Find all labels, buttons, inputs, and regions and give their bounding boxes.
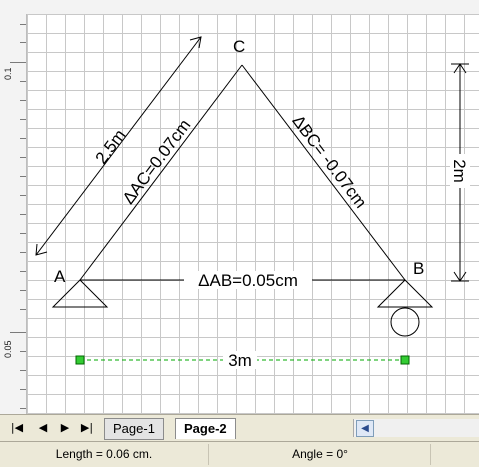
status-bar: Length = 0.06 cm. Angle = 0°	[0, 441, 479, 467]
status-empty	[430, 444, 479, 465]
horizontal-ruler	[0, 0, 479, 15]
label-delta-ab: ΔAB=0.05cm	[198, 271, 298, 290]
label-delta-ac: ΔAC=0.07cm	[119, 116, 195, 208]
arrowhead-ac-bottom	[35, 243, 48, 256]
arrowhead-ac-top	[189, 36, 202, 49]
point-label-b: B	[413, 259, 424, 278]
ruler-label-0-1: 0.1	[3, 67, 13, 80]
member-cb[interactable]	[241, 64, 406, 281]
label-height-dimension: 2m	[450, 159, 469, 183]
ruler-label-0-05: 0.05	[3, 340, 13, 358]
previous-page-button[interactable]: ◀	[38, 421, 48, 434]
last-page-button[interactable]: ▶|	[80, 421, 94, 434]
drawing-canvas[interactable]: C A B 2.5m ΔAC=0.07cm ΔBC= -0.07cm ΔAB=0…	[27, 14, 479, 414]
point-label-a: A	[54, 267, 66, 286]
label-bottom-dimension: 3m	[228, 351, 252, 370]
truss-drawing: C A B 2.5m ΔAC=0.07cm ΔBC= -0.07cm ΔAB=0…	[35, 36, 470, 370]
dim-line-ac[interactable]	[35, 36, 202, 256]
status-angle: Angle = 0°	[208, 444, 431, 465]
scroll-left-button[interactable]: ◀	[356, 420, 374, 437]
selection-handle-left[interactable]	[75, 355, 85, 365]
status-length: Length = 0.06 cm.	[55, 447, 153, 461]
page-tabs-bar: |◀ ◀ ▶ ▶| Page-1 Page-2 ◀	[0, 414, 479, 441]
label-delta-bc: ΔBC= -0.07cm	[288, 112, 370, 212]
tab-page-1[interactable]: Page-1	[104, 418, 164, 440]
tab-page-2[interactable]: Page-2	[175, 418, 236, 439]
next-page-button[interactable]: ▶	[60, 421, 70, 434]
roller-support-b[interactable]	[376, 279, 434, 308]
selection-handle-right[interactable]	[400, 355, 410, 365]
horizontal-scrollbar[interactable]: ◀	[353, 419, 479, 437]
roller-wheel-b	[390, 307, 420, 337]
arrowhead-height-top	[453, 63, 467, 74]
point-label-c: C	[233, 37, 245, 56]
arrowhead-height-bottom	[453, 271, 467, 282]
vertical-ruler: 0.1 0.05	[0, 14, 27, 414]
pin-support-a[interactable]	[51, 279, 109, 308]
member-ac[interactable]	[79, 64, 243, 281]
first-page-button[interactable]: |◀	[10, 421, 24, 434]
label-ac-dimension: 2.5m	[92, 126, 130, 168]
